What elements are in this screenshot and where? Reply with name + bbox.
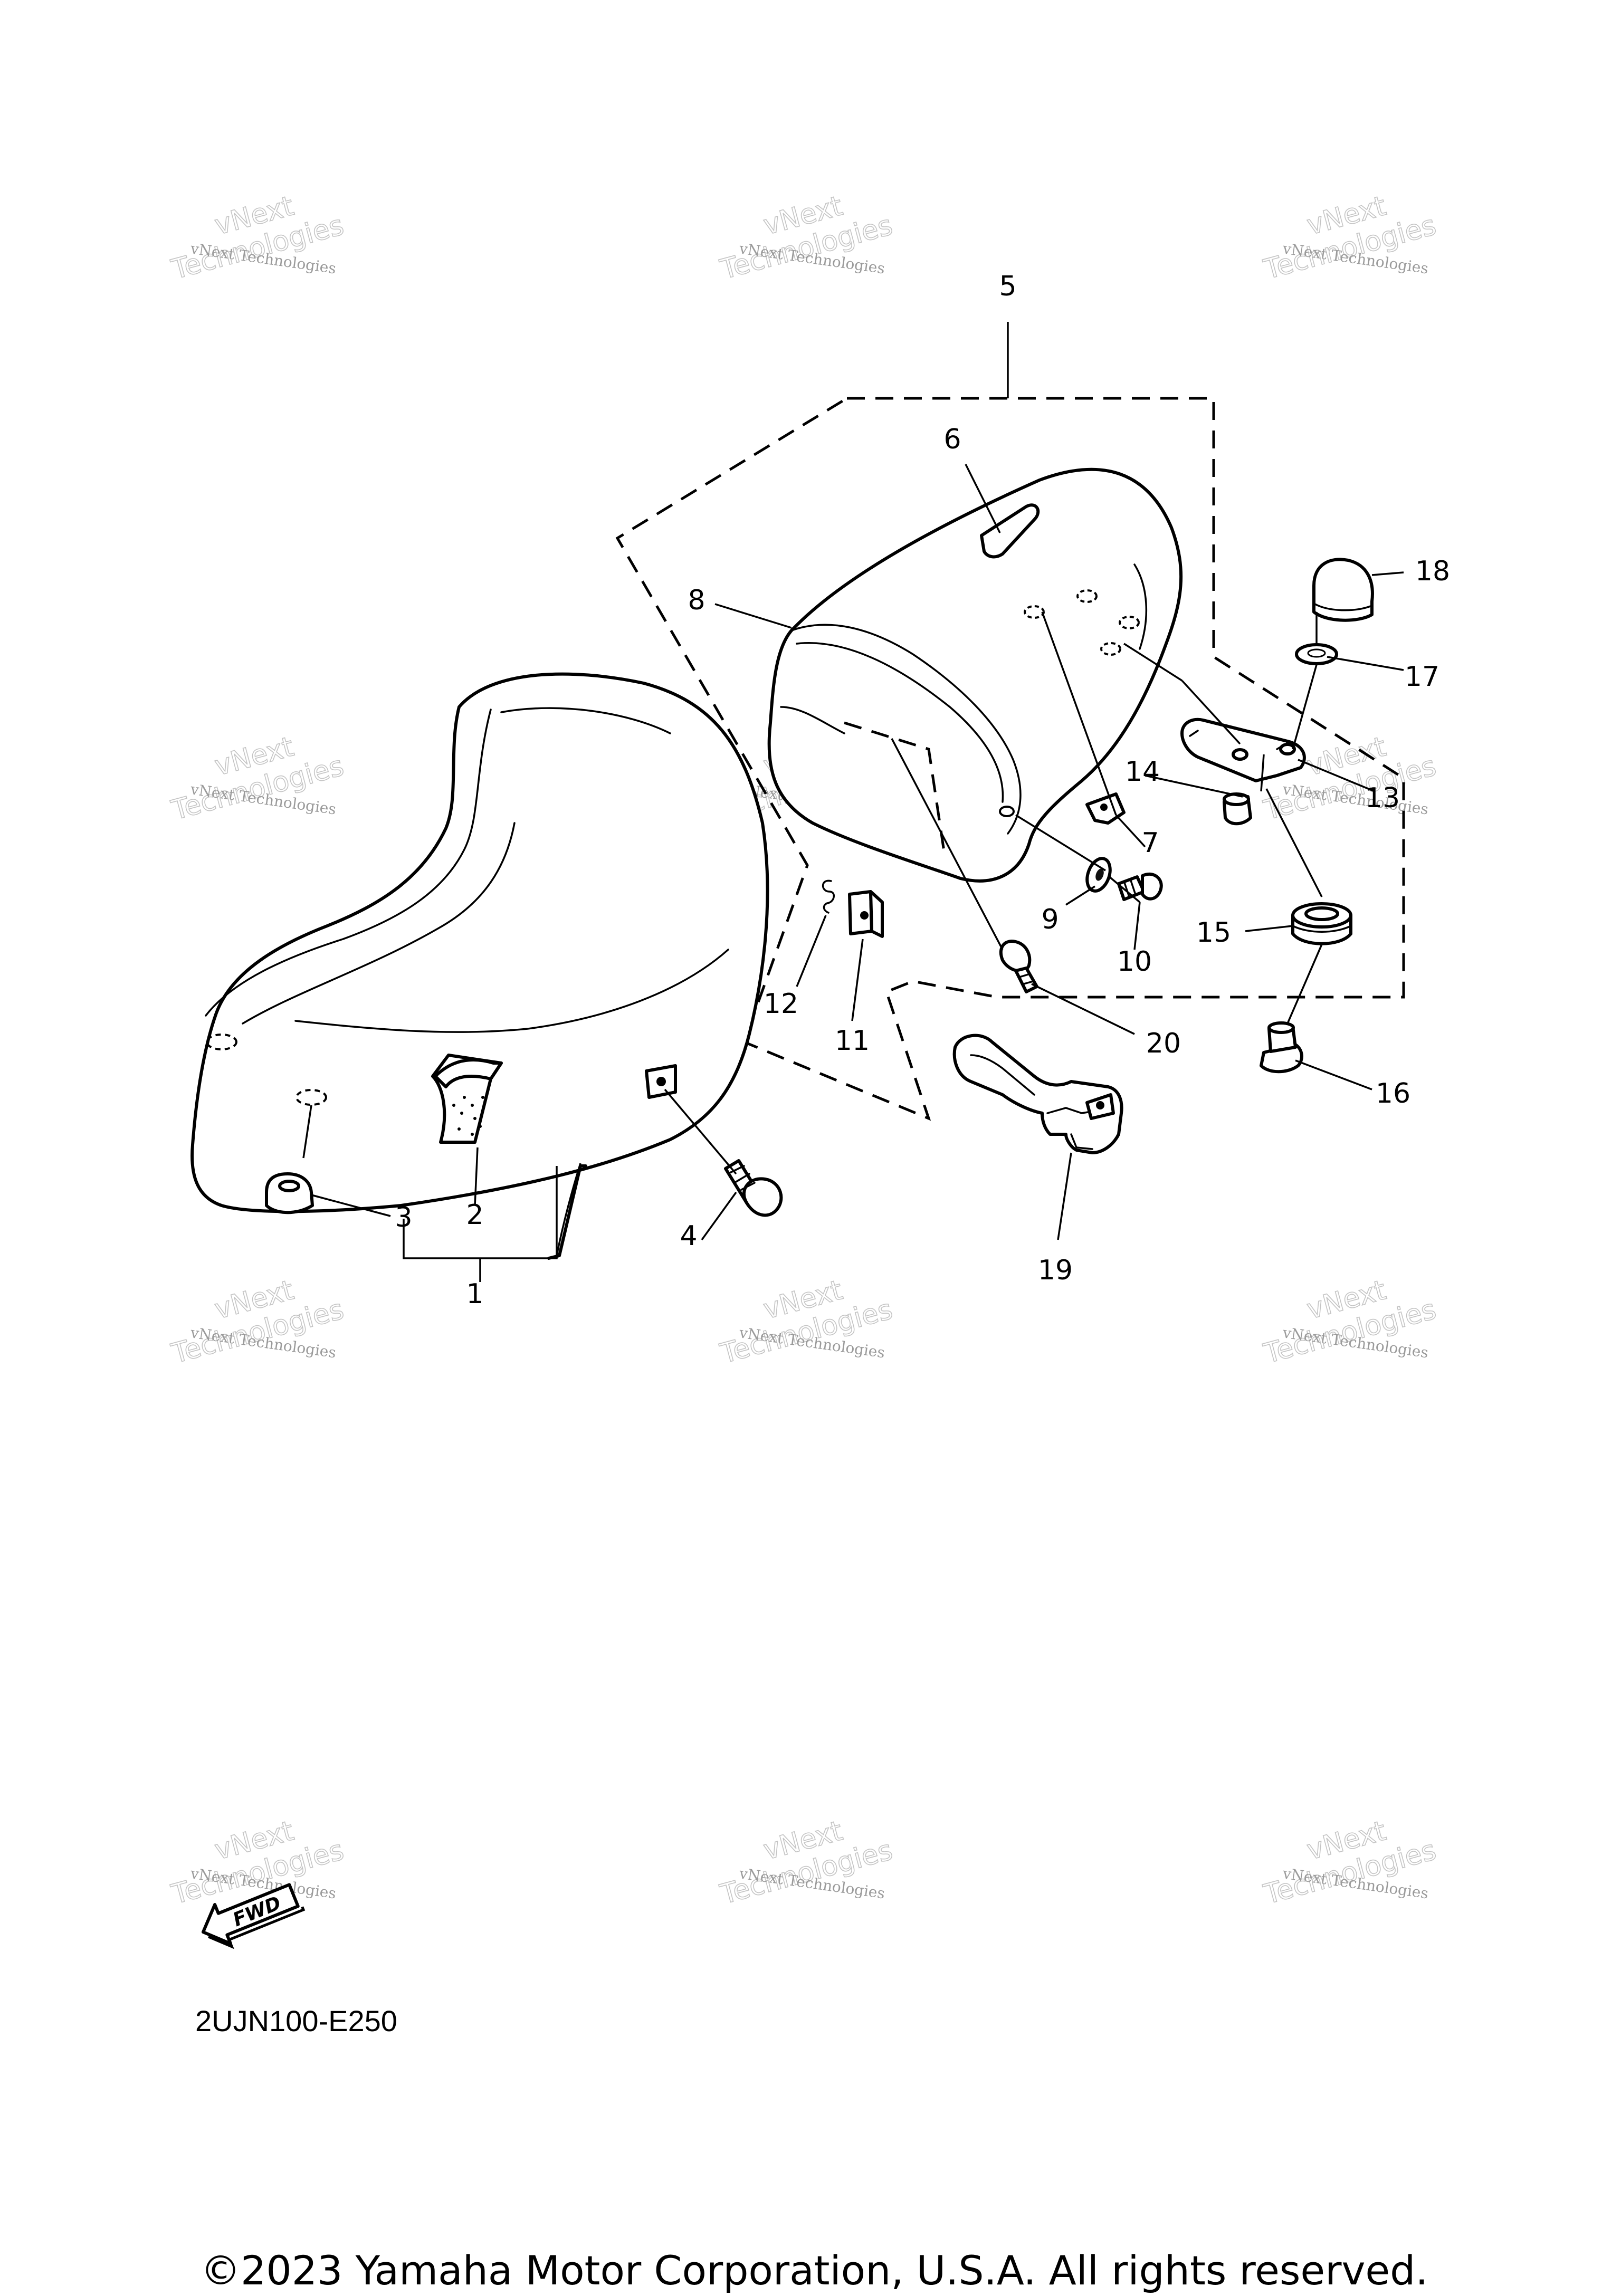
washer-17 [1295, 643, 1338, 665]
passenger-seat-hidden-edge [844, 721, 946, 855]
callout-4: 4 [680, 1220, 697, 1252]
passenger-seat-side-hole [999, 806, 1015, 817]
watermark: Technologies vNext vNext Technologies [717, 1815, 897, 1911]
bolt-20 [999, 940, 1038, 993]
grommet [1291, 902, 1352, 945]
callout-5: 5 [999, 271, 1016, 302]
watermark: Technologies vNext vNext Technologies [1260, 190, 1440, 286]
screw-10 [1117, 872, 1163, 901]
callout-19: 19 [1038, 1255, 1073, 1286]
passenger-seat-assembly-outline [615, 397, 1405, 1121]
damper [265, 1172, 314, 1214]
callout-20: 20 [1146, 1028, 1181, 1059]
callout-12: 12 [764, 988, 798, 1020]
callout-2: 2 [466, 1199, 483, 1231]
spring-clip [822, 879, 835, 914]
clip-nut [1085, 792, 1126, 825]
passenger-seat-rear-line [1133, 563, 1148, 650]
passenger-strap [980, 503, 1040, 559]
passenger-seat-body [767, 467, 1183, 883]
washer-9 [1085, 857, 1112, 893]
rider-seat-bracket-leg [556, 1163, 581, 1256]
callout-15: 15 [1196, 917, 1231, 949]
seat-mount-hole [295, 1089, 327, 1106]
callout-16: 16 [1376, 1078, 1410, 1109]
passenger-seat-hole [1100, 642, 1121, 656]
passenger-seat-hole [1076, 589, 1098, 603]
watermark: Technologies vNext vNext Technologies [1260, 1274, 1440, 1371]
seat-side-tab-hole [656, 1077, 666, 1086]
callout-1: 1 [466, 1278, 483, 1310]
callout-8: 8 [688, 585, 705, 616]
watermark: Technologies vNext vNext Technologies [717, 1274, 897, 1371]
rider-seat-edge [205, 709, 492, 1017]
rider-seat [190, 672, 769, 1260]
hole-damper-guide [302, 1105, 312, 1159]
callout-17: 17 [1405, 661, 1439, 693]
rider-seat-top-line [500, 707, 671, 734]
callout-7: 7 [1141, 827, 1159, 859]
callout-6: 6 [943, 424, 961, 455]
callout-labels: 1 2 3 4 5 6 7 8 9 10 11 12 13 14 15 16 1… [395, 271, 1450, 1310]
passenger-seat-front-inner [796, 642, 1004, 803]
passenger-seat-crease [780, 706, 845, 734]
callout-3: 3 [395, 1202, 412, 1233]
seat-mount-hole [206, 1034, 237, 1050]
passenger-seat-hole [1024, 605, 1045, 619]
watermark: Technologies vNext vNext Technologies [168, 731, 348, 827]
emblem-dots [452, 1096, 484, 1136]
collar [1223, 792, 1252, 826]
watermark: Technologies vNext vNext Technologies [1260, 1815, 1440, 1911]
rider-seat-seam-rear [294, 949, 729, 1033]
seat-bracket-plate [1180, 718, 1306, 782]
diagram-code: 2UJN100-E250 [195, 2004, 397, 2037]
callout-10: 10 [1117, 946, 1152, 978]
watermark: Technologies vNext vNext Technologies [168, 190, 348, 286]
bushing [1260, 1021, 1303, 1074]
callout-14: 14 [1125, 756, 1160, 788]
watermark: Technologies vNext vNext Technologies [717, 190, 897, 286]
callout-1-bracket [403, 1166, 558, 1282]
callout-9: 9 [1041, 904, 1059, 935]
seat-hook-bracket [952, 1034, 1123, 1154]
rider-seat-seam [242, 822, 516, 1025]
rider-seat-body [190, 672, 769, 1213]
passenger-seat [767, 467, 1183, 883]
callout-18: 18 [1415, 556, 1450, 587]
emblem-curl [434, 1058, 503, 1088]
leader-lines [311, 464, 1404, 1241]
callout-13: 13 [1365, 782, 1400, 814]
callout-11: 11 [835, 1025, 870, 1057]
copyright-notice: ©2023 Yamaha Motor Corporation, U.S.A. A… [201, 2247, 1428, 2294]
watermark: Technologies vNext vNext Technologies [168, 1274, 348, 1371]
passenger-seat-hole [1119, 616, 1140, 629]
square-nut [848, 890, 884, 938]
cap-nut [1312, 558, 1374, 622]
bolt [724, 1159, 783, 1217]
passenger-seat-front-edge [790, 624, 1022, 835]
